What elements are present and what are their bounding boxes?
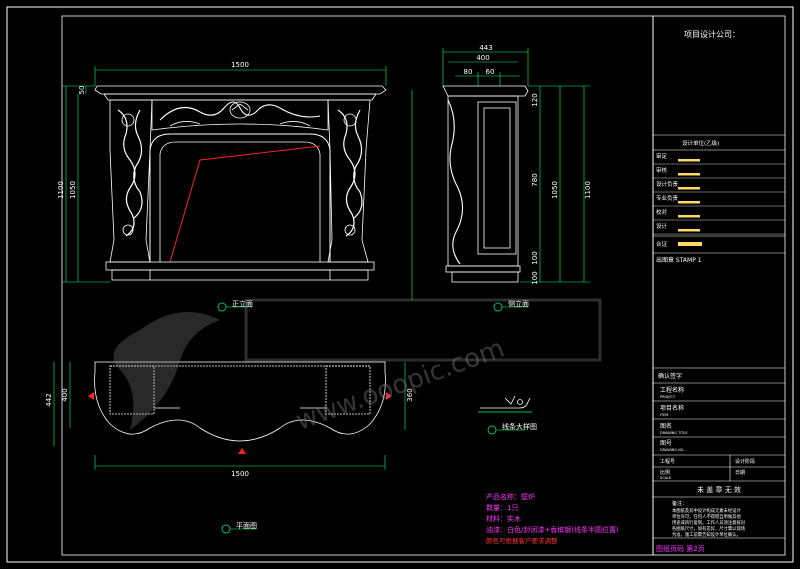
dim-front-width: 1500 bbox=[231, 61, 249, 69]
plan-view-label: 平面图 bbox=[236, 522, 257, 530]
spec-note: 颜色可根据客户要求调整 bbox=[486, 536, 558, 545]
dim-side-h-inner: 1050 bbox=[551, 181, 559, 199]
side-dimensions bbox=[442, 48, 590, 283]
title-field-bar-3 bbox=[678, 201, 700, 204]
scale-label: 比例 bbox=[660, 469, 670, 476]
spec-finish: 油漆：白色/封闭漆+香槟银(线条半圆位置) bbox=[486, 525, 619, 534]
dim-front-height-inner: 1050 bbox=[69, 181, 77, 199]
drawing-no-label: 图号 bbox=[660, 440, 672, 447]
dim-plan-right: 360 bbox=[406, 388, 414, 401]
title-field-bar-0 bbox=[678, 159, 700, 162]
title-field-5: 设计 bbox=[656, 222, 668, 230]
dim-side-small-b: 60 bbox=[486, 68, 495, 76]
invalid-notice: 未 盖 章 无 效 bbox=[697, 485, 741, 494]
date-label: 日期 bbox=[735, 470, 745, 476]
watermark-url: www.ooopic.com bbox=[292, 333, 508, 436]
dim-side-h-right: 1100 bbox=[584, 181, 592, 199]
job-no-label: 工程号 bbox=[660, 458, 675, 465]
dim-plan-depth-outer: 442 bbox=[45, 393, 53, 406]
dim-plan-width: 1500 bbox=[231, 470, 249, 478]
front-view-marker bbox=[217, 302, 227, 312]
item-name-en: ITEM bbox=[660, 413, 668, 417]
detail-view-label: 线条大样图 bbox=[502, 422, 537, 431]
dim-front-top: 50 bbox=[78, 86, 86, 95]
dim-front-height: 1100 bbox=[57, 181, 65, 199]
note-line-4: 为准，施工前需告知设计单位确认。 bbox=[672, 531, 741, 538]
side-view-marker bbox=[493, 302, 503, 312]
dim-side-h-b: 100 bbox=[531, 251, 539, 264]
title-field-0: 审定 bbox=[656, 152, 668, 160]
plan-view-marker bbox=[221, 524, 231, 534]
drawing-no-en: DRAWING NO. bbox=[660, 448, 684, 452]
page-number: 图纸页码 第2页 bbox=[656, 544, 705, 553]
design-stage-label: 设计阶段 bbox=[735, 458, 755, 465]
front-view-label: 正立面 bbox=[232, 299, 253, 308]
spec-qty: 数量：1只 bbox=[486, 503, 518, 512]
note-line-1: 单位许可，任何人不得擅自用做其他 bbox=[672, 513, 741, 520]
spec-material: 材料：实木 bbox=[486, 514, 521, 523]
plan-left-arrow bbox=[88, 392, 94, 400]
project-name-label: 工程名称 bbox=[660, 386, 684, 394]
notes-lines: 本图纸及其中设计构成元素未经设计单位许可，任何人不得擅自用做其他用途或再行复制。… bbox=[672, 507, 746, 538]
note-line-2: 用途或再行复制。工作人员须注意核对 bbox=[672, 519, 746, 526]
dim-side-h-c: 120 bbox=[531, 93, 539, 106]
side-view-label: 侧立面 bbox=[508, 299, 529, 308]
dim-plan-depth-inner: 400 bbox=[61, 388, 69, 401]
front-elevation bbox=[94, 85, 387, 281]
watermark-logo bbox=[113, 298, 602, 430]
title-field-bar-1 bbox=[678, 173, 700, 176]
title-field-1: 审核 bbox=[656, 166, 668, 174]
title-field-4: 校对 bbox=[656, 208, 668, 216]
drawing-title-en: DRAWING TITLE bbox=[660, 431, 688, 435]
title-field-bar-5 bbox=[678, 229, 700, 232]
project-name-en: PROJECT bbox=[660, 395, 676, 399]
dim-side-h-d: 100 bbox=[531, 271, 539, 284]
stamp-label: 出图章 STAMP 1 bbox=[656, 256, 702, 264]
seal-label: 合证 bbox=[656, 240, 668, 248]
dim-side-mid: 400 bbox=[476, 54, 489, 62]
title-field-bar-4 bbox=[678, 215, 700, 218]
front-dimensions bbox=[62, 66, 413, 300]
spec-product: 产品名称：壁炉 bbox=[486, 492, 535, 501]
detail-view-marker bbox=[487, 425, 497, 435]
plan-marker-red bbox=[238, 448, 246, 454]
title-field-bar-2 bbox=[678, 187, 700, 190]
plan-right-arrow bbox=[386, 392, 392, 400]
design-unit-label: 设计单位(乙级) bbox=[682, 139, 719, 147]
drawing-title-label: 图名 bbox=[660, 422, 672, 430]
notes-title: 备注： bbox=[672, 500, 687, 507]
title-field-2: 设计负责 bbox=[656, 180, 679, 188]
drawing-frame bbox=[61, 15, 786, 556]
seal-bar bbox=[678, 242, 702, 246]
sheet-border bbox=[6, 6, 794, 563]
side-elevation bbox=[442, 85, 529, 283]
confirm-label: 确认签字 bbox=[658, 372, 682, 380]
scale-en: SCALE bbox=[660, 476, 671, 480]
plan-dimensions bbox=[53, 362, 406, 470]
detail-profile bbox=[478, 395, 532, 413]
title-field-3: 专业负责 bbox=[656, 194, 679, 202]
note-line-3: 各图纸尺寸，如有差异，尺寸需以现场 bbox=[672, 525, 746, 532]
dim-side-top: 443 bbox=[479, 44, 492, 52]
note-line-0: 本图纸及其中设计构成元素未经设计 bbox=[672, 507, 741, 514]
plan-view bbox=[94, 361, 386, 442]
dim-side-small-a: 80 bbox=[464, 68, 473, 76]
dim-side-h-a: 780 bbox=[531, 173, 539, 186]
item-name-label: 项目名称 bbox=[660, 404, 684, 412]
company-label: 项目设计公司： bbox=[684, 29, 740, 39]
